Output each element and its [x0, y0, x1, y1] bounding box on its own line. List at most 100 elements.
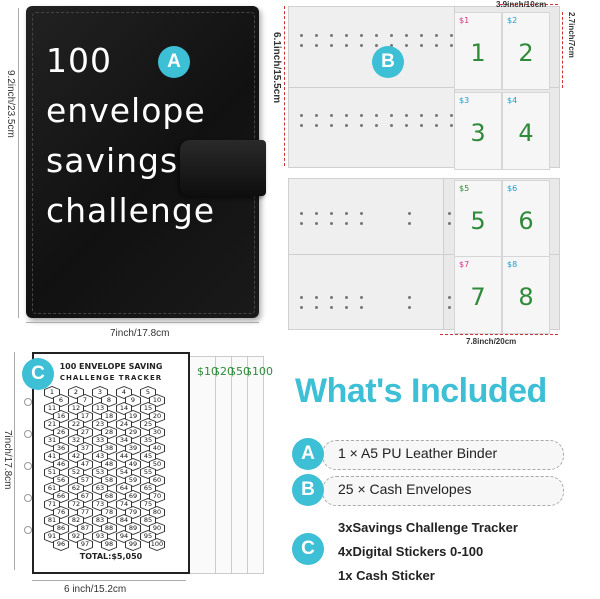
tracker-number-text: 39	[126, 443, 140, 454]
envelope-hole	[448, 306, 451, 309]
envelope-hole	[390, 34, 393, 37]
tracker-title-line-1: 100 ENVELOPE SAVING	[59, 362, 163, 371]
tracker-number-cell: 39	[125, 442, 141, 455]
envelope-hole	[375, 114, 378, 117]
sticker-sheet-1-number: $10	[197, 365, 218, 378]
tracker-number-text: 20	[150, 411, 164, 422]
included-text-c-line-2: 4xDigital Stickers 0-100	[338, 544, 484, 559]
tracker-number-cell: 21	[44, 418, 60, 431]
sticker-sheet-3-number: $50	[229, 365, 250, 378]
sticker-sheet-4-number: $100	[245, 365, 273, 378]
envelope-3: $3 3	[454, 92, 502, 170]
tracker-hole-5	[24, 526, 32, 534]
envelope-height-label: 2.7inch/7cm	[567, 12, 576, 58]
tracker-number-cell: 35	[140, 434, 156, 447]
tracker-number-cell: 17	[77, 410, 93, 423]
tracker-number-text: 1	[45, 387, 59, 398]
envelope-1-price: $1	[459, 16, 470, 25]
envelope-hole	[420, 44, 423, 47]
tracker-number-cell: 97	[77, 538, 93, 551]
tracker-number-cell: 69	[125, 490, 141, 503]
envelope-6-number: 6	[518, 207, 534, 235]
tracker-number-text: 88	[102, 523, 116, 534]
included-text-b: 25 × Cash Envelopes	[338, 481, 472, 497]
tracker-number-cell: 100	[149, 538, 165, 551]
envelope-2-price: $2	[507, 16, 518, 25]
tracker-number-cell: 45	[140, 450, 156, 463]
tracker-number-text: 64	[117, 483, 131, 494]
tracker-number-text: 70	[150, 491, 164, 502]
tracker-number-text: 36	[54, 443, 68, 454]
envelope-5-number: 5	[470, 207, 486, 235]
envelopes-height-guide	[284, 6, 285, 166]
envelope-hole	[408, 212, 411, 215]
tracker-number-cell: 75	[140, 498, 156, 511]
tracker-number-text: 79	[126, 507, 140, 518]
tracker-number-cell: 72	[68, 498, 84, 511]
envelope-8: $8 8	[502, 256, 550, 334]
tracker-hole-1	[24, 398, 32, 406]
envelope-hole	[315, 114, 318, 117]
envelope-hole	[315, 44, 318, 47]
envelope-7-number: 7	[470, 283, 486, 311]
tracker-number-text: 69	[126, 491, 140, 502]
envelope-hole	[450, 114, 453, 117]
tracker-number-text: 28	[102, 427, 116, 438]
binder-title-line-1: 100	[46, 41, 112, 80]
tracker-number-cell: 42	[68, 450, 84, 463]
tracker-hole-2	[24, 430, 32, 438]
tracker-number-cell: 53	[92, 466, 108, 479]
tracker-number-cell: 78	[101, 506, 117, 519]
envelope-hole	[448, 212, 451, 215]
envelope-hole	[360, 296, 363, 299]
tracker-number-text: 37	[78, 443, 92, 454]
envelope-hole	[405, 44, 408, 47]
tracker-number-text: 48	[102, 459, 116, 470]
envelope-hole	[330, 296, 333, 299]
envelope-hole	[345, 114, 348, 117]
tracker-number-text: 58	[102, 475, 116, 486]
tracker-number-text: 15	[141, 403, 155, 414]
tracker-number-text: 2	[69, 387, 83, 398]
tracker-number-cell: 38	[101, 442, 117, 455]
envelope-hole	[375, 34, 378, 37]
tracker-number-text: 98	[102, 539, 116, 550]
tracker-number-cell: 95	[140, 530, 156, 543]
tracker-hole-3	[24, 462, 32, 470]
tracker-number-cell: 11	[44, 402, 60, 415]
envelope-hole	[360, 114, 363, 117]
envelope-hole	[345, 306, 348, 309]
tracker-number-cell: 46	[53, 458, 69, 471]
envelope-5: $5 5	[454, 180, 502, 258]
tracker-number-text: 35	[141, 435, 155, 446]
tracker-number-text: 6	[54, 395, 68, 406]
envelope-hole	[450, 44, 453, 47]
tracker-number-cell: 59	[125, 474, 141, 487]
envelope-hole	[448, 222, 451, 225]
tracker-number-text: 46	[54, 459, 68, 470]
tracker-number-cell: 10	[149, 394, 165, 407]
envelope-hole	[315, 222, 318, 225]
tracker-number-text: 75	[141, 499, 155, 510]
envelope-hole	[315, 296, 318, 299]
tracker-number-text: 73	[93, 499, 107, 510]
tracker-number-text: 81	[45, 515, 59, 526]
tracker-number-cell: 48	[101, 458, 117, 471]
envelope-hole	[300, 222, 303, 225]
tracker-number-text: 42	[69, 451, 83, 462]
tracker-number-cell: 91	[44, 530, 60, 543]
tracker-number-text: 90	[150, 523, 164, 534]
tracker-number-text: 92	[69, 531, 83, 542]
tracker-number-text: 8	[102, 395, 116, 406]
tracker-badge: C	[22, 358, 54, 390]
tracker-number-cell: 85	[140, 514, 156, 527]
envelope-hole	[330, 114, 333, 117]
envelope-hole	[375, 44, 378, 47]
envelope-hole	[360, 124, 363, 127]
tracker-number-cell: 71	[44, 498, 60, 511]
envelope-hole	[390, 114, 393, 117]
tracker-total: TOTAL:$5,050	[79, 552, 143, 561]
tracker-number-text: 78	[102, 507, 116, 518]
tracker-number-cell: 26	[53, 426, 69, 439]
envelope-1: $1 1	[454, 12, 502, 90]
